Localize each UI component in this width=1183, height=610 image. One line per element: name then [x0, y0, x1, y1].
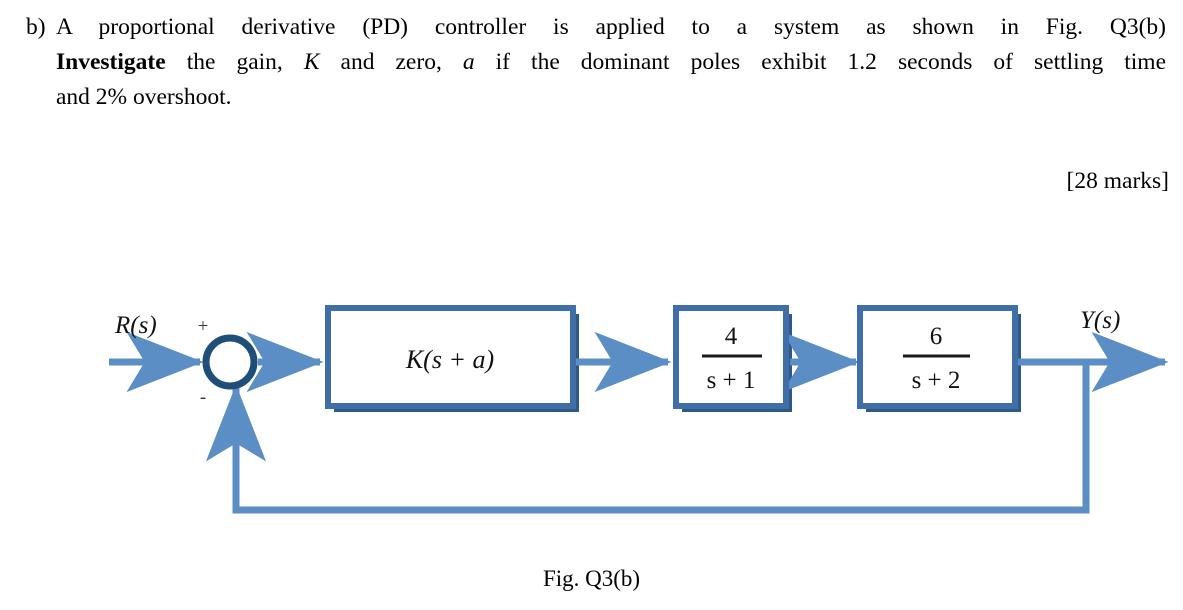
signal-lines: [109, 331, 1169, 514]
input-signal-label: R(s): [114, 312, 157, 339]
question-body: A proportional derivative (PD) controlle…: [56, 10, 1166, 115]
controller-block: [325, 305, 576, 409]
question-line-2-text-c: if the dominant poles exhibit 1.2 second…: [474, 49, 1166, 75]
question-line-2-text-b: and zero,: [319, 49, 463, 75]
plant-2-fraction: 6 s + 2: [903, 323, 970, 394]
feedback-path: [205, 362, 1090, 514]
figure-caption: Fig. Q3(b): [542, 566, 641, 591]
zero-symbol: a: [462, 49, 475, 75]
controller-block-label: K(s + a): [405, 345, 494, 374]
summing-minus-sign: -: [200, 387, 206, 408]
question-marker: b): [26, 14, 46, 40]
output-signal-label: Y(s): [1080, 307, 1120, 334]
block-diagram: K(s + a) 4 s + 1 6 s + 2 + - R(s) Y(s): [0, 270, 1183, 560]
plant-1-denominator: s + 1: [707, 367, 756, 394]
blocks: [325, 305, 1018, 409]
summing-junction: [202, 334, 258, 390]
question-line-2-text-a: the gain,: [165, 49, 304, 75]
plant-1-fraction: 4 s + 1: [702, 323, 762, 394]
question-line-1: A proportional derivative (PD) controlle…: [56, 14, 1166, 40]
investigate-keyword: Investigate: [56, 49, 166, 75]
plant-1-numerator: 4: [725, 323, 738, 350]
question-line-2: Investigate the gain, K and zero, a if t…: [56, 45, 1166, 80]
question-row: b) A proportional derivative (PD) contro…: [26, 10, 1166, 115]
question-line-3: and 2% overshoot.: [56, 84, 232, 110]
gain-symbol: K: [303, 49, 320, 75]
plant-2-denominator: s + 2: [912, 367, 961, 394]
summing-plus-sign: +: [198, 316, 209, 337]
plant-2-numerator: 6: [930, 323, 943, 350]
question-text-block: b) A proportional derivative (PD) contro…: [26, 10, 1166, 115]
marks-label: [28 marks]: [1066, 168, 1169, 194]
